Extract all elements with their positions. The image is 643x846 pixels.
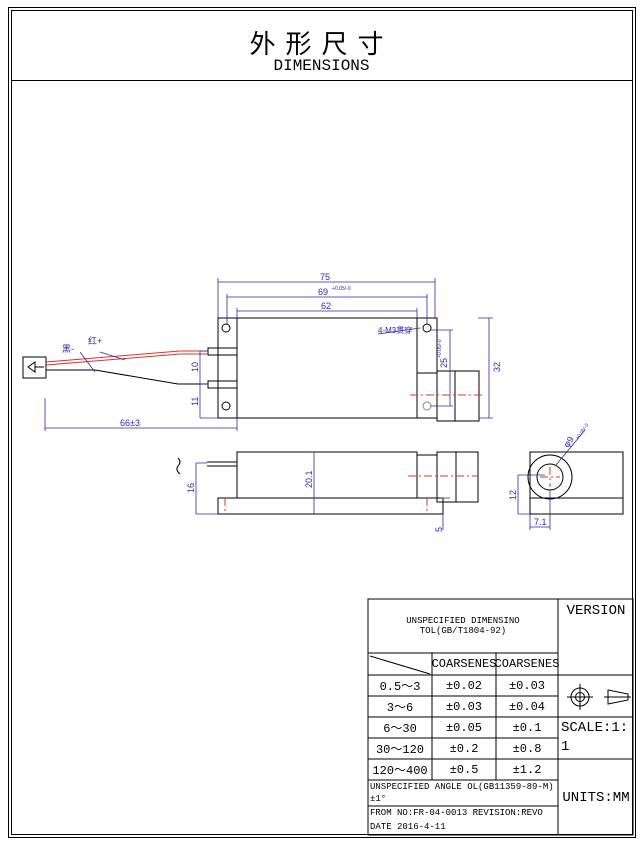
angle-tolerance: UNSPECIFIED ANGLE OL(GB11359-89-M)±1° <box>370 782 554 804</box>
tol-range: 0.5～3 <box>379 680 421 694</box>
dim-bore-tol: +0.05/-0 <box>575 422 591 441</box>
mount-hole <box>422 323 432 333</box>
drawing-date: DATE 2016-4-11 <box>370 822 446 832</box>
tol-fine: ±0.02 <box>445 678 482 693</box>
tol-fine: ±0.05 <box>445 720 482 735</box>
tolerance-header: UNSPECIFIED DIMENSINO TOL(GB/T1804-92) <box>406 616 520 636</box>
drawing-frame-outer <box>8 7 636 838</box>
left-plate <box>217 317 238 419</box>
tol-coarse: ±0.04 <box>508 699 545 714</box>
dim-25: 25 <box>439 358 449 368</box>
dim-12: 12 <box>508 490 518 500</box>
dim-25-tol: +0.05/-0 <box>437 339 443 358</box>
form-number: FROM NO:FR-04-0013 REVISION:REVO <box>370 808 543 818</box>
label-red-wire: 红+ <box>88 335 102 346</box>
label-black-wire: 黑- <box>62 344 74 354</box>
cylinder <box>436 370 480 422</box>
dim-62: 62 <box>321 301 331 311</box>
end-view-body <box>529 451 624 515</box>
dim-66: 66±3 <box>120 418 140 428</box>
col-header-1: COARSENES <box>431 657 497 671</box>
tol-fine: ±0.5 <box>449 762 479 777</box>
side-cylinder <box>436 451 479 503</box>
first-angle-projection-icon <box>567 684 631 710</box>
col-header-2: COARSENES <box>494 657 560 671</box>
side-body <box>236 451 418 499</box>
dim-11: 11 <box>190 397 200 406</box>
mount-hole <box>422 401 432 411</box>
dim-32: 32 <box>492 362 502 372</box>
wire-tab <box>207 347 238 356</box>
scale-label: SCALE:1:1 <box>561 720 629 755</box>
mount-hole <box>221 323 231 333</box>
dim-bore: φ9 <box>561 435 575 450</box>
right-plate <box>416 317 438 419</box>
dim-16: 16 <box>186 483 196 493</box>
dim-5: 5 <box>434 527 444 532</box>
tol-range: 30～120 <box>375 743 424 757</box>
title-block-grid <box>367 598 634 836</box>
mount-hole <box>221 401 231 411</box>
tol-coarse: ±0.03 <box>508 678 545 693</box>
title-divider <box>11 80 633 81</box>
title-chinese: 外形尺寸 <box>249 30 394 60</box>
units-label: UNITS:MM <box>562 790 630 806</box>
dim-69-tol: +0.05/-0 <box>332 286 351 292</box>
version-label: VERSION <box>566 603 626 619</box>
label-mount-holes: 4-M3贯穿 <box>378 325 412 335</box>
dim-20-1: 20.1 <box>304 470 314 488</box>
tol-coarse: ±0.8 <box>512 741 542 756</box>
connector <box>22 356 47 379</box>
tol-fine: ±0.03 <box>445 699 482 714</box>
tol-fine: ±0.2 <box>449 741 479 756</box>
title-english: DIMENSIONS <box>273 57 370 75</box>
dim-75: 75 <box>320 272 330 282</box>
tol-range: 120～400 <box>372 764 428 778</box>
side-base <box>217 497 444 515</box>
dim-7-1: 7.1 <box>534 517 547 527</box>
tol-coarse: ±1.2 <box>512 762 542 777</box>
drawing-frame-inner <box>11 10 633 835</box>
dim-69: 69 <box>318 287 328 297</box>
tol-range: 3～6 <box>386 701 414 715</box>
tol-coarse: ±0.1 <box>512 720 542 735</box>
dim-10: 10 <box>190 362 200 372</box>
wire-tab <box>207 380 238 389</box>
tol-range: 6～30 <box>383 722 417 736</box>
